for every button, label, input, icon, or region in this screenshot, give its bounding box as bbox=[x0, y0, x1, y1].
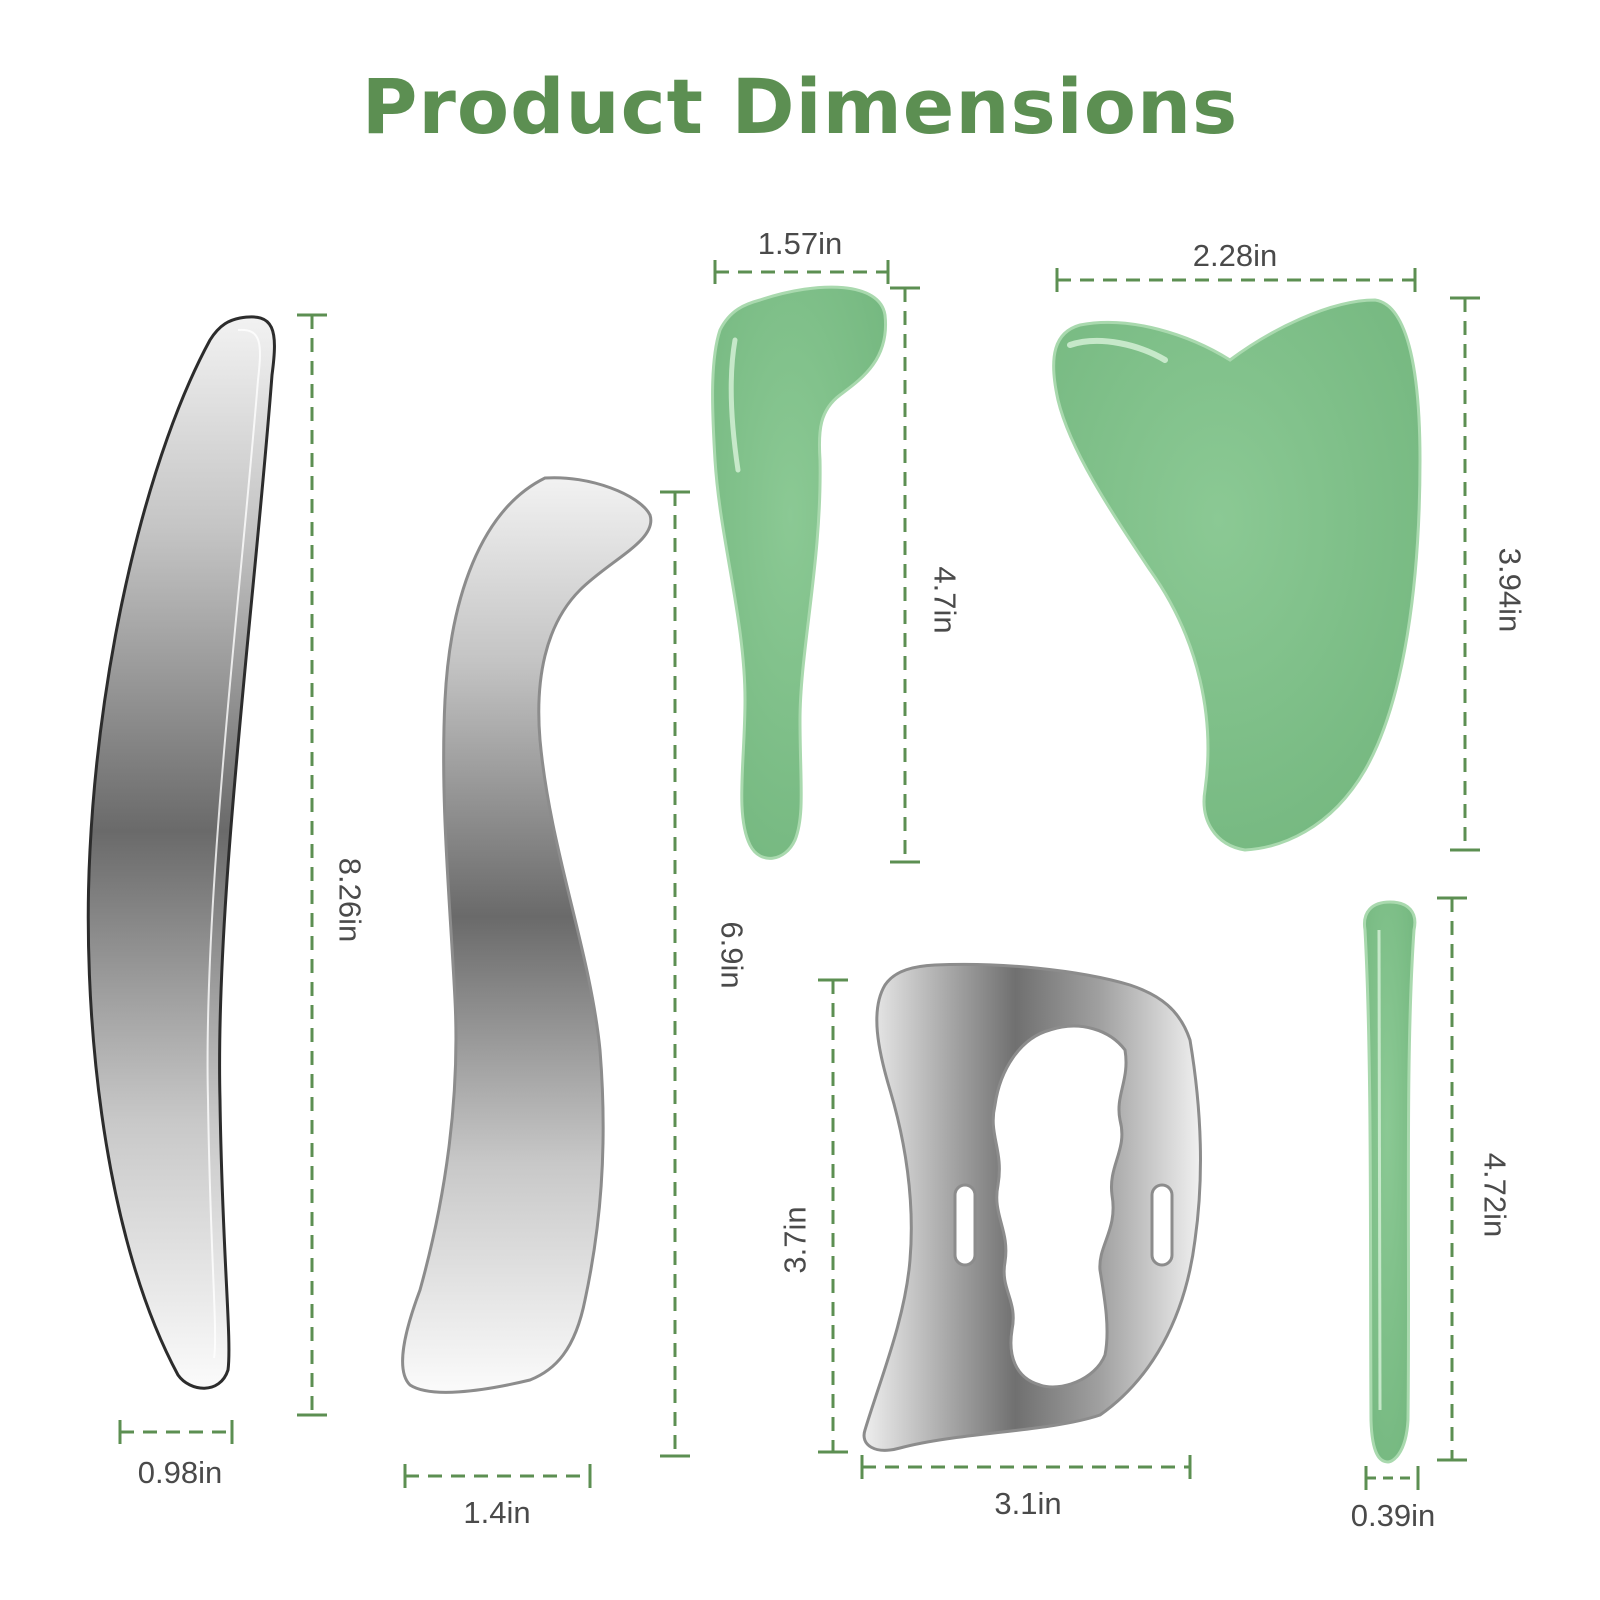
dimension-lines bbox=[118, 260, 1480, 1490]
tool1-width-label: 0.98in bbox=[137, 1455, 223, 1490]
page-title: Product Dimensions bbox=[361, 62, 1239, 151]
tool3-length-label: 4.7in bbox=[927, 566, 963, 634]
steel-crescent-scraper bbox=[86, 315, 276, 1390]
jade-gua-sha-board bbox=[1052, 298, 1422, 852]
tool6-length-label: 4.72in bbox=[1477, 1152, 1513, 1238]
tool4-length-label: 3.94in bbox=[1492, 547, 1528, 633]
tool5-height-label: 3.7in bbox=[777, 1206, 813, 1274]
tool1-length-label: 8.26in bbox=[332, 857, 368, 943]
jade-acupressure-stick bbox=[1362, 900, 1417, 1464]
tool4-width-label: 2.28in bbox=[1192, 238, 1278, 273]
tool2-width-label: 1.4in bbox=[463, 1495, 531, 1530]
tool3-width-label: 1.57in bbox=[757, 226, 843, 261]
tool6-width-label: 0.39in bbox=[1350, 1498, 1436, 1533]
tool2-length-label: 6.9in bbox=[714, 921, 750, 989]
tool5-width-label: 3.1in bbox=[994, 1486, 1062, 1521]
steel-s-scraper bbox=[401, 476, 653, 1394]
jade-hook-tool bbox=[711, 285, 888, 860]
steel-hand-scraper bbox=[862, 962, 1202, 1452]
